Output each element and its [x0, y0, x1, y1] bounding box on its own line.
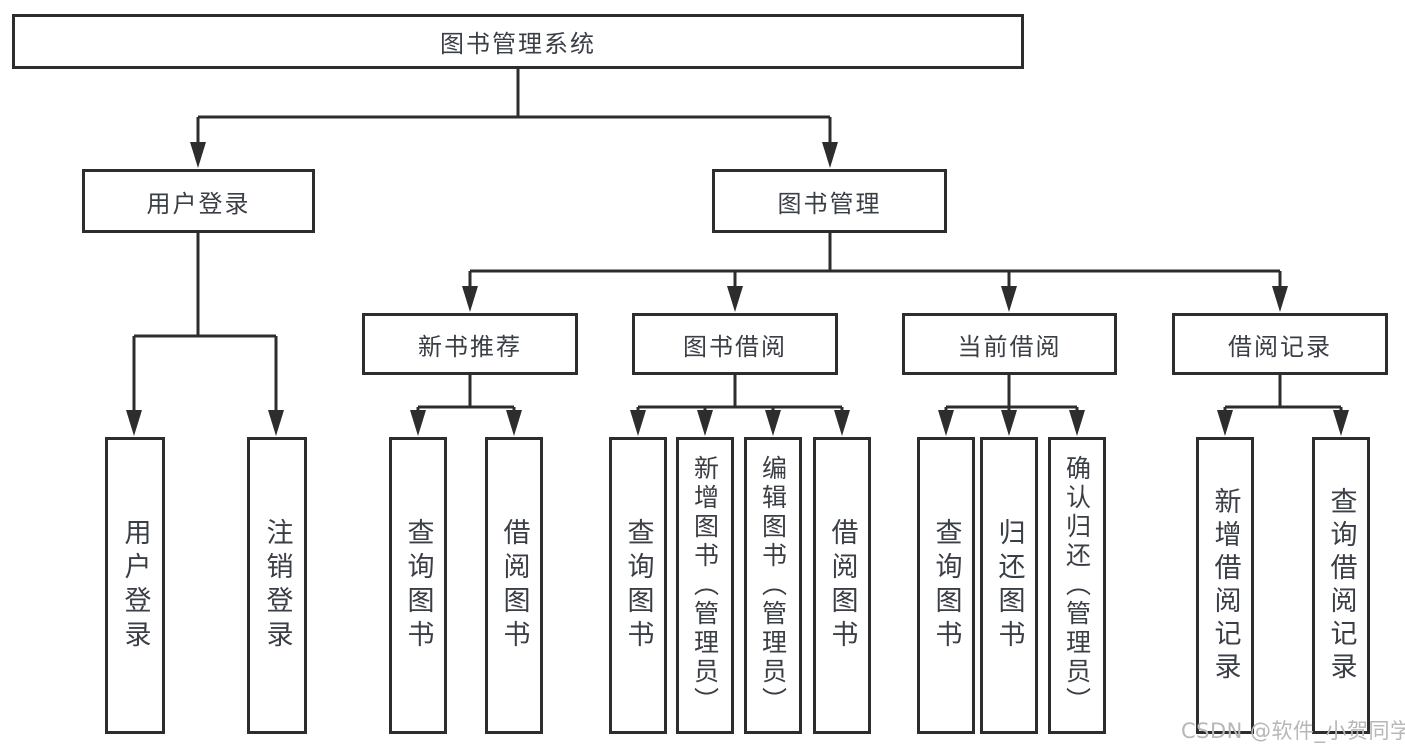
node-book-borrow: 图书借阅	[632, 313, 838, 375]
leaf-borrow-add-books-label: 新增图书（管理员）	[690, 455, 720, 716]
node-user-login: 用户登录	[82, 169, 315, 233]
leaf-borrow-lend-books-label: 借阅图书	[826, 517, 858, 654]
node-root: 图书管理系统	[12, 14, 1024, 69]
leaf-borrow-query-books: 查询图书	[609, 437, 667, 734]
node-root-label: 图书管理系统	[440, 30, 596, 58]
node-book-management: 图书管理	[712, 169, 947, 233]
leaf-records-query-record-label: 查询借阅记录	[1325, 486, 1357, 685]
arrowheads	[126, 142, 1349, 436]
node-borrow-records-label: 借阅记录	[1228, 332, 1332, 361]
node-user-login-label: 用户登录	[146, 189, 251, 218]
node-current-borrow: 当前借阅	[902, 313, 1117, 375]
leaf-records-add-record-label: 新增借阅记录	[1209, 486, 1241, 685]
node-new-book-recommend: 新书推荐	[362, 313, 578, 375]
node-book-borrow-label: 图书借阅	[683, 332, 787, 361]
node-new-book-recommend-label: 新书推荐	[418, 332, 522, 361]
node-current-borrow-label: 当前借阅	[957, 332, 1062, 361]
leaf-login: 用户登录	[105, 437, 165, 734]
leaf-recommend-query-books-label: 查询图书	[402, 517, 434, 654]
leaf-current-query-books: 查询图书	[917, 437, 975, 734]
leaf-logout: 注销登录	[247, 437, 307, 734]
node-borrow-records: 借阅记录	[1172, 313, 1388, 375]
node-book-management-label: 图书管理	[777, 189, 882, 218]
leaf-current-query-books-label: 查询图书	[930, 517, 962, 654]
leaf-current-confirm-return-label: 确认归还（管理员）	[1062, 455, 1092, 716]
leaf-logout-label: 注销登录	[261, 517, 293, 654]
csdn-watermark: CSDN @软件_小贺同学	[1181, 719, 1405, 743]
leaf-login-label: 用户登录	[119, 517, 151, 654]
leaf-borrow-edit-books-label: 编辑图书（管理员）	[758, 455, 788, 716]
leaf-borrow-edit-books: 编辑图书（管理员）	[744, 437, 802, 734]
leaf-borrow-lend-books: 借阅图书	[813, 437, 871, 734]
leaf-current-return-books: 归还图书	[980, 437, 1038, 734]
leaf-records-query-record: 查询借阅记录	[1312, 437, 1370, 734]
leaf-recommend-borrow-books-label: 借阅图书	[498, 517, 530, 654]
leaf-current-confirm-return: 确认归还（管理员）	[1048, 437, 1106, 734]
leaf-borrow-query-books-label: 查询图书	[622, 517, 654, 654]
leaf-recommend-borrow-books: 借阅图书	[485, 437, 543, 734]
leaf-borrow-add-books: 新增图书（管理员）	[676, 437, 734, 734]
leaf-recommend-query-books: 查询图书	[389, 437, 447, 734]
leaf-records-add-record: 新增借阅记录	[1196, 437, 1254, 734]
leaf-current-return-books-label: 归还图书	[993, 517, 1025, 654]
connector-paths	[132, 69, 1343, 414]
